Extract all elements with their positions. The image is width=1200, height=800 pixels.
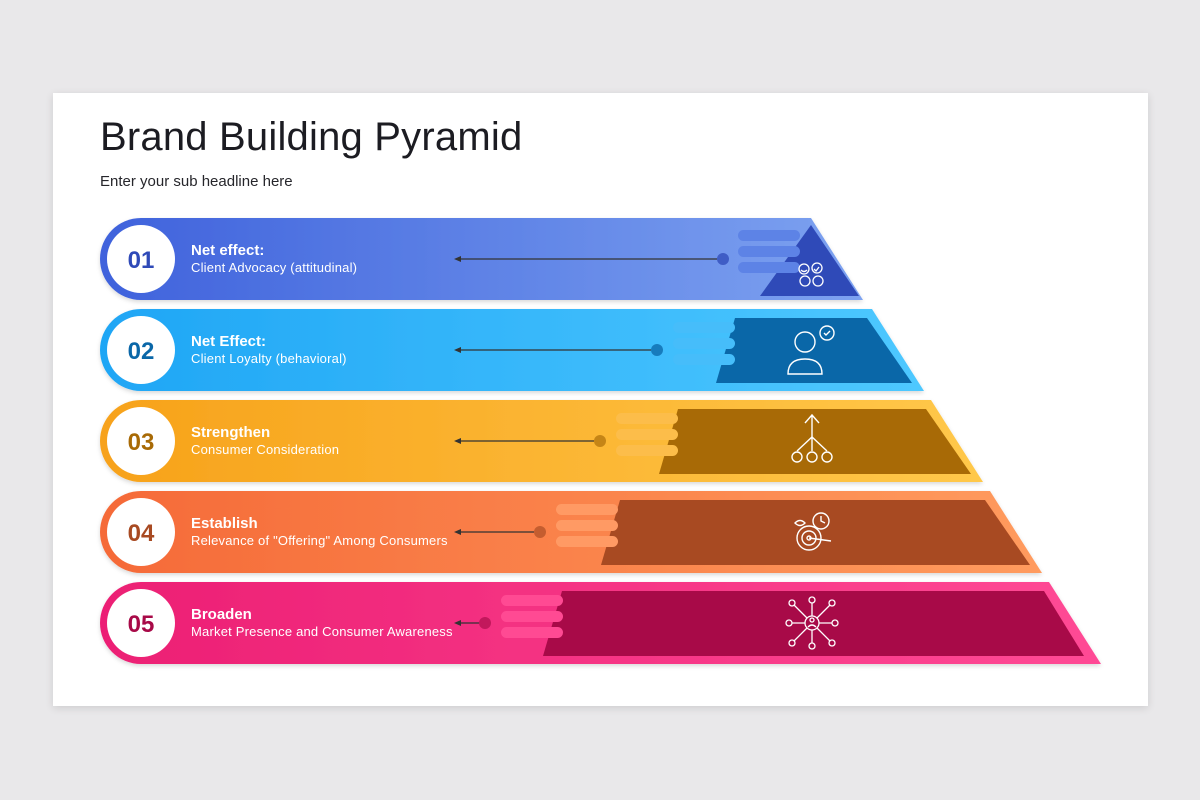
level-heading: Net Effect: — [191, 333, 267, 350]
level-text-4: Establish Relevance of "Offering" Among … — [191, 515, 448, 549]
level-number-2: 02 — [128, 338, 155, 365]
level-description: Client Advocacy (attitudinal) — [191, 260, 358, 275]
level-heading: Strengthen — [191, 424, 271, 441]
level-heading: Broaden — [191, 606, 252, 623]
pyramid-diagram: 01 02 03 04 05 — [100, 218, 1101, 664]
level-text-5: Broaden Market Presence and Consumer Awa… — [191, 606, 453, 640]
level-heading: Net effect: — [191, 242, 265, 259]
pyramid-level-1 — [100, 218, 863, 300]
level-number-4: 04 — [128, 520, 155, 547]
growth-arrow-icon — [791, 413, 833, 463]
target-icon — [794, 512, 832, 551]
level-number-5: 05 — [128, 611, 155, 638]
pyramid-level-2 — [100, 309, 924, 391]
level-text-3: Strengthen Consumer Consideration — [191, 424, 339, 458]
pyramid-level-3 — [100, 400, 983, 482]
level-text-1: Net effect: Client Advocacy (attitudinal… — [191, 242, 357, 276]
level-number-1: 01 — [128, 247, 155, 274]
level-description: Client Loyalty (behavioral) — [191, 351, 347, 366]
level-description: Relevance of "Offering" Among Consumers — [191, 533, 448, 548]
level-description: Market Presence and Consumer Awareness — [191, 624, 453, 639]
loyal-customer-icon — [787, 325, 835, 375]
level-number-3: 03 — [128, 429, 155, 456]
advocacy-icon — [798, 262, 824, 287]
pyramid-level-5 — [100, 582, 1101, 664]
network-icon — [785, 596, 839, 650]
slide: Brand Building Pyramid Enter your sub he… — [53, 93, 1148, 706]
level-text-2: Net Effect: Client Loyalty (behavioral) — [191, 333, 347, 367]
page-title: Brand Building Pyramid — [100, 115, 523, 159]
level-description: Consumer Consideration — [191, 442, 340, 457]
level-heading: Establish — [191, 515, 258, 532]
page-subtitle: Enter your sub headline here — [100, 173, 293, 190]
pyramid-level-4 — [100, 491, 1042, 573]
